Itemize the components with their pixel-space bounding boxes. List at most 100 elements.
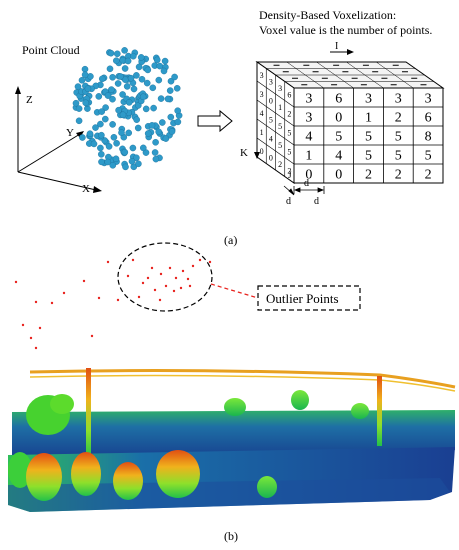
outlier-point	[82, 279, 86, 283]
point-cloud-dot	[133, 72, 140, 79]
side-voxel-value: 2	[287, 166, 291, 175]
point-cloud-dot	[150, 104, 157, 112]
point-cloud-dot	[137, 54, 145, 61]
point-cloud-dot	[153, 56, 161, 64]
point-cloud-dot	[157, 95, 165, 102]
point-cloud-dot	[75, 105, 83, 112]
point-cloud-dot	[168, 128, 176, 135]
outlier-label: Outlier Points	[266, 291, 339, 306]
point-cloud-dot	[161, 57, 169, 65]
point-cloud-dot	[125, 129, 132, 137]
point-cloud-dot	[121, 65, 129, 72]
point-cloud-dot	[97, 144, 104, 152]
front-voxel-value: 5	[335, 130, 342, 145]
index-k-label: K	[240, 147, 248, 159]
point-cloud-dot	[82, 99, 89, 107]
point-cloud-dot	[143, 79, 151, 87]
point-cloud-dot	[156, 62, 164, 70]
arrow-icon	[197, 109, 233, 133]
point-cloud-dot	[114, 80, 122, 87]
point-cloud-dot	[81, 71, 89, 79]
point-cloud-dot	[114, 50, 121, 58]
outlier-point	[174, 276, 178, 280]
point-cloud-dot	[95, 93, 103, 100]
outlier-point	[29, 336, 33, 340]
front-voxel-value: 6	[425, 111, 432, 126]
point-cloud-dot	[109, 161, 117, 169]
point-cloud-dot	[129, 52, 137, 60]
front-voxel-value: 5	[395, 149, 402, 164]
point-cloud-dot	[167, 113, 175, 121]
point-cloud-dot	[155, 76, 163, 84]
point-cloud-dot	[108, 86, 115, 93]
point-cloud-dot	[74, 83, 82, 90]
point-cloud-dot	[133, 154, 140, 162]
dim-d-left: d	[286, 196, 291, 207]
point-cloud-dot	[139, 93, 147, 101]
power-line	[29, 368, 456, 458]
front-voxel-value: 2	[365, 168, 372, 183]
front-voxel-value: 1	[305, 149, 312, 164]
front-voxel-value: 6	[335, 92, 342, 107]
outlier-point	[38, 326, 42, 330]
side-voxel-value: 4	[269, 134, 273, 143]
dim-d-right: d	[314, 196, 319, 207]
outlier-point	[150, 266, 154, 270]
side-voxel-value: 2	[287, 109, 291, 118]
point-cloud-dot	[104, 92, 112, 99]
point-cloud-dot	[155, 128, 162, 136]
point-cloud-dot	[118, 129, 125, 136]
front-voxel-value: 3	[305, 92, 312, 107]
front-voxel-value: 3	[365, 92, 372, 107]
point-cloud-dot	[102, 104, 109, 111]
side-voxel-value: 3	[269, 77, 273, 86]
point-cloud-dot	[109, 121, 116, 128]
point-cloud-dot	[144, 130, 152, 137]
point-cloud-dot	[129, 144, 137, 152]
point-cloud-dot	[105, 143, 113, 150]
axis-y-label: Y	[66, 127, 74, 139]
point-cloud-dot	[158, 119, 166, 126]
point-cloud-dot	[138, 76, 146, 83]
outlier-point	[106, 260, 110, 264]
front-voxel-value: 2	[395, 168, 402, 183]
side-voxel-value: 0	[269, 153, 273, 162]
outlier-point	[137, 295, 141, 299]
outlier-point	[168, 266, 172, 270]
point-cloud-dot	[98, 131, 105, 139]
point-cloud-dot	[84, 85, 92, 92]
outlier-point	[34, 346, 38, 350]
caption-b: (b)	[224, 529, 238, 543]
side-voxel-value: 3	[260, 71, 264, 80]
cube-side-grid	[256, 68, 295, 177]
outlier-point	[90, 334, 94, 338]
caption-a: (a)	[224, 233, 237, 247]
front-voxel-value: 0	[335, 168, 342, 183]
outlier-ellipse	[117, 242, 213, 312]
point-cloud-dot	[128, 157, 136, 165]
point-cloud-label: Point Cloud	[22, 43, 80, 57]
outlier-points	[14, 258, 212, 350]
point-cloud-dot	[109, 74, 116, 81]
point-cloud-dot	[164, 95, 172, 103]
point-cloud-dot	[110, 133, 118, 141]
point-cloud-dot	[174, 107, 181, 114]
front-voxel-value: 0	[305, 168, 312, 183]
point-cloud-dot	[167, 77, 175, 85]
point-cloud-dot	[75, 117, 83, 125]
front-voxel-value: 5	[395, 130, 402, 145]
outlier-point	[164, 284, 168, 288]
point-cloud-dot	[109, 95, 116, 103]
point-cloud-dot	[113, 139, 120, 147]
point-cloud-dot	[133, 116, 140, 123]
point-cloud-dot	[142, 105, 150, 113]
point-cloud-dot	[81, 65, 89, 73]
outlier-point	[14, 280, 18, 284]
side-voxel-value: 2	[278, 160, 282, 169]
point-cloud-dot	[130, 85, 138, 93]
point-cloud-dot	[117, 73, 124, 80]
point-cloud-dot	[152, 138, 159, 146]
point-cloud-dot	[121, 148, 129, 156]
point-cloud-dot	[102, 115, 109, 123]
